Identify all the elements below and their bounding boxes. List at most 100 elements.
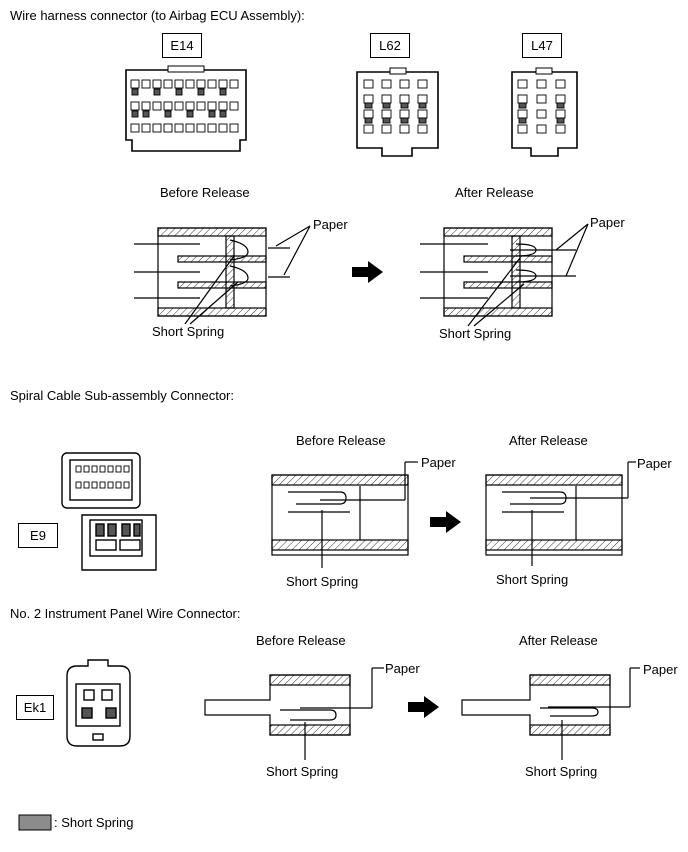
e14-connector-drawing	[125, 65, 247, 152]
connector-cavity	[400, 117, 409, 124]
connector-cavity	[163, 79, 173, 89]
connector-cavity	[115, 465, 122, 473]
connector-cavity	[141, 123, 151, 133]
connector-cavity	[174, 123, 184, 133]
connector-cavity	[400, 102, 409, 109]
connector-cavity	[218, 123, 228, 133]
connector-cavity	[382, 117, 391, 124]
connector-cavity	[399, 79, 410, 89]
ecu-short-spring-after-label: Short Spring	[439, 326, 512, 341]
connector-cavity	[364, 102, 373, 109]
connector-cavity	[153, 88, 161, 96]
panel-paper-after-label: Paper	[643, 662, 678, 677]
connector-cavity	[381, 79, 392, 89]
connector-cavity	[363, 124, 374, 134]
connector-cavity	[196, 101, 206, 111]
connector-cavity	[381, 94, 392, 104]
connector-cavity	[536, 79, 547, 89]
connector-cavity	[517, 79, 528, 89]
connector-cavity	[418, 102, 427, 109]
arrow-panel	[408, 696, 439, 718]
connector-cavity	[363, 109, 374, 119]
connector-cavity	[130, 123, 140, 133]
connector-cavity	[141, 101, 151, 111]
l62-connector-drawing	[356, 67, 439, 157]
spiral-before-release-label: Before Release	[296, 433, 386, 448]
panel-before-release-label: Before Release	[256, 633, 346, 648]
connector-cavity	[185, 101, 195, 111]
connector-cavity	[107, 465, 114, 473]
connector-cavity	[363, 79, 374, 89]
connector-cavity	[555, 79, 566, 89]
spiral-after-cross-section	[485, 461, 636, 566]
connector-cavity	[130, 101, 140, 111]
ecu-paper-before-label: Paper	[313, 217, 348, 232]
connector-cavity	[107, 481, 114, 489]
ecu-after-release-label: After Release	[455, 185, 534, 200]
panel-short-spring-before-label: Short Spring	[266, 764, 339, 779]
connector-cavity	[363, 94, 374, 104]
e9-connector-drawing	[61, 452, 157, 571]
ecu-before-cross-section	[134, 225, 311, 325]
connector-cavity	[399, 94, 410, 104]
connector-cavity	[99, 465, 106, 473]
connector-cavity	[381, 124, 392, 134]
connector-cavity	[417, 94, 428, 104]
connector-cavity	[517, 124, 528, 134]
spiral-before-cross-section	[271, 461, 418, 568]
connector-cavity	[174, 79, 184, 89]
connector-cavity	[556, 117, 565, 124]
connector-cavity	[207, 123, 217, 133]
connector-cavity	[91, 465, 98, 473]
connector-cavity	[536, 94, 547, 104]
connector-cavity	[75, 465, 82, 473]
connector-cavity	[229, 79, 239, 89]
connector-cavity	[123, 465, 130, 473]
spiral-paper-after-label: Paper	[637, 456, 672, 471]
connector-cavity	[381, 109, 392, 119]
connector-cavity	[185, 79, 195, 89]
connector-cavity	[218, 101, 228, 111]
ecu-before-release-label: Before Release	[160, 185, 250, 200]
connector-cavity	[131, 88, 139, 96]
connector-label-e14: E14	[162, 33, 202, 58]
connector-cavity	[142, 110, 150, 118]
connector-cavity	[131, 110, 139, 118]
connector-cavity	[152, 123, 162, 133]
legend-swatch	[18, 814, 52, 831]
connector-cavity	[208, 110, 216, 118]
ecu-section-title: Wire harness connector (to Airbag ECU As…	[10, 8, 305, 23]
connector-cavity	[555, 109, 566, 119]
connector-cavity	[83, 481, 90, 489]
connector-cavity	[536, 109, 547, 119]
arrow-spiral	[430, 511, 461, 533]
connector-cavity	[174, 101, 184, 111]
connector-label-l47: L47	[522, 33, 562, 58]
connector-cavity	[175, 88, 183, 96]
panel-after-cross-section	[461, 667, 640, 760]
l47-connector-drawing	[511, 67, 578, 157]
connector-cavity	[164, 110, 172, 118]
connector-label-ek1: Ek1	[16, 695, 54, 720]
spiral-after-release-label: After Release	[509, 433, 588, 448]
panel-short-spring-after-label: Short Spring	[525, 764, 598, 779]
connector-cavity	[163, 101, 173, 111]
connector-cavity	[123, 481, 130, 489]
ecu-short-spring-before-label: Short Spring	[152, 324, 225, 339]
panel-section-title: No. 2 Instrument Panel Wire Connector:	[10, 606, 241, 621]
connector-cavity	[115, 481, 122, 489]
ecu-paper-after-label: Paper	[590, 215, 625, 230]
connector-cavity	[207, 101, 217, 111]
arrow-ecu	[352, 261, 383, 283]
connector-cavity	[185, 123, 195, 133]
connector-cavity	[196, 123, 206, 133]
connector-cavity	[196, 79, 206, 89]
connector-cavity	[83, 465, 90, 473]
connector-label-e9: E9	[18, 523, 58, 548]
connector-cavity	[536, 124, 547, 134]
connector-cavity	[207, 79, 217, 89]
connector-cavity	[99, 481, 106, 489]
connector-cavity	[382, 102, 391, 109]
connector-cavity	[152, 101, 162, 111]
connector-cavity	[417, 109, 428, 119]
